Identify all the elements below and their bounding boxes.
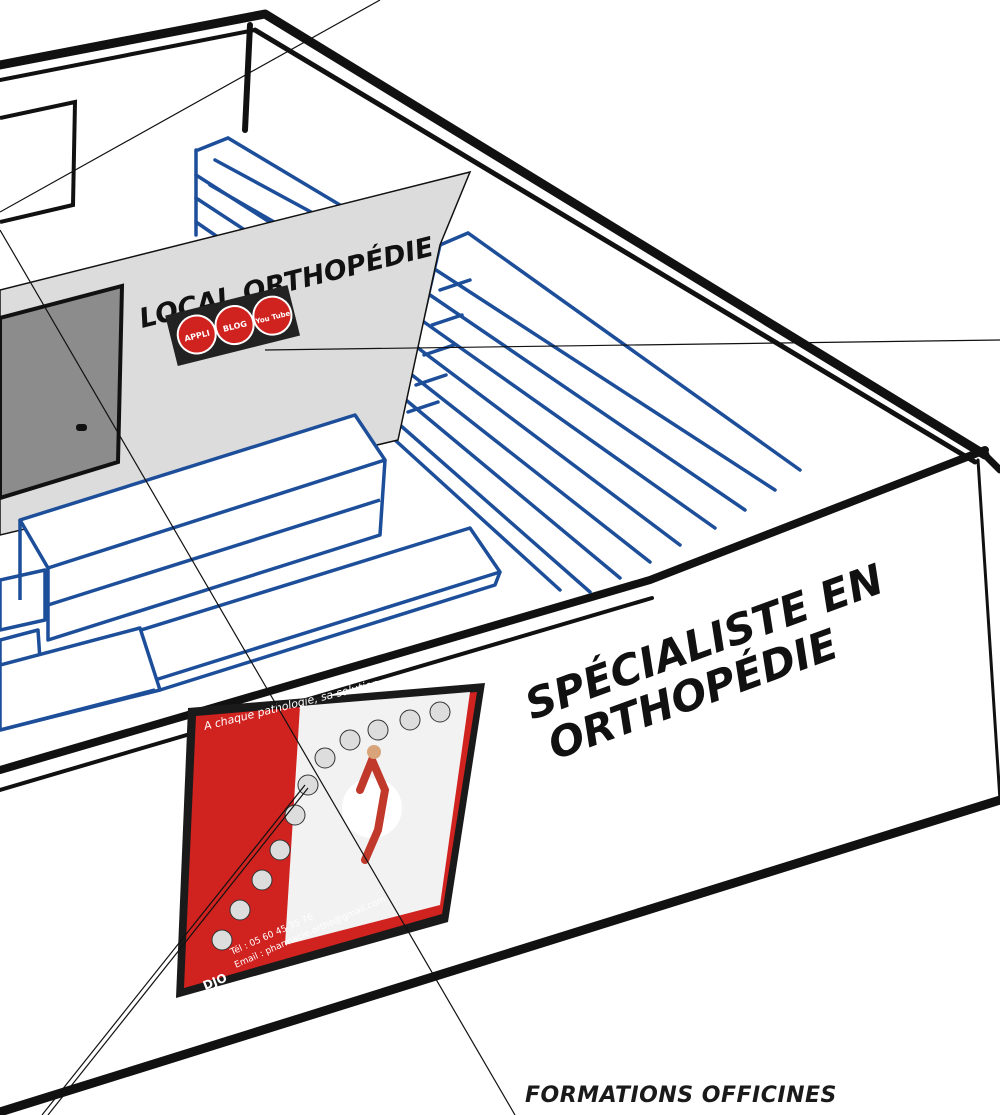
formations-officines-caption: FORMATIONS OFFICINES <box>525 1083 837 1108</box>
door <box>0 286 122 498</box>
pathology-poster: A chaque pathologie, sa solution... Tél … <box>176 674 485 998</box>
window <box>0 102 75 222</box>
specialist-sign: SPÉCIALISTE EN ORTHOPÉDIE <box>518 553 889 769</box>
